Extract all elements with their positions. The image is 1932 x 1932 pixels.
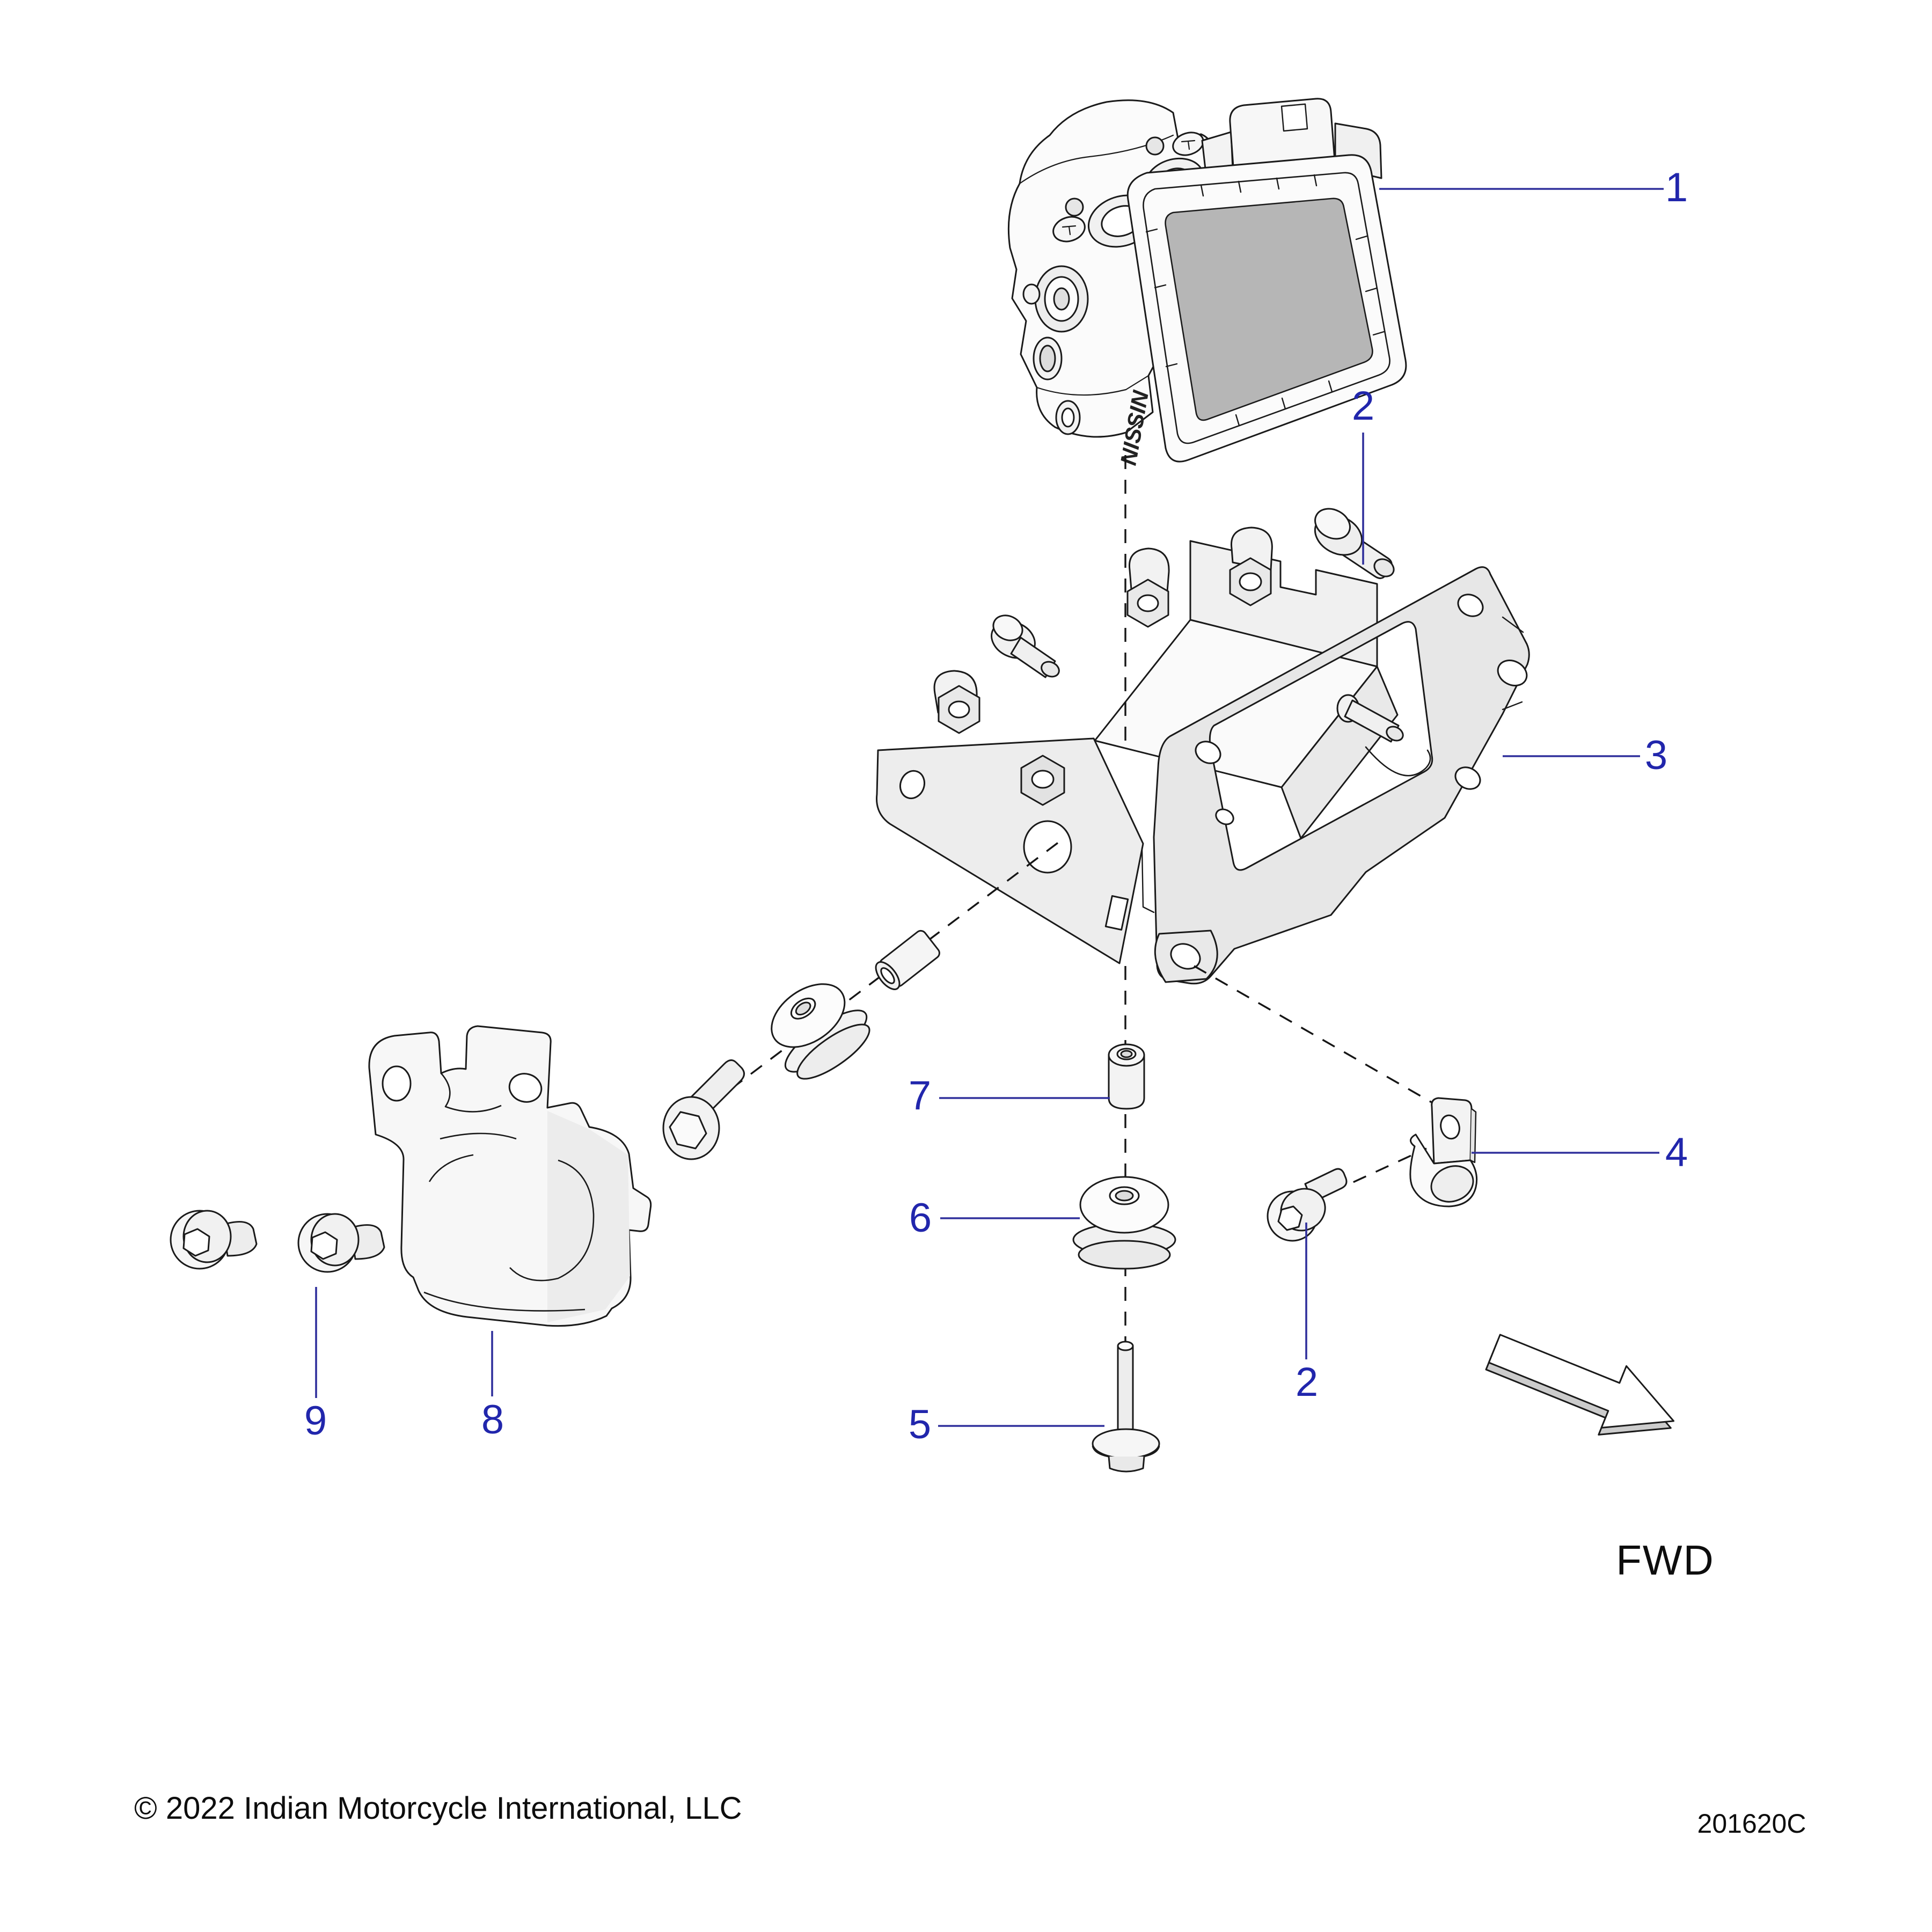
clamp-drawing (1409, 1097, 1478, 1208)
washer-screw-drawing (1092, 1341, 1160, 1473)
callout-label-2-bottom: 2 (1295, 1359, 1319, 1405)
callout-leader-lines (315, 188, 1664, 1427)
mounting-bracket-drawing (876, 526, 1530, 985)
callout-label-9: 9 (304, 1398, 327, 1444)
callout-label-4: 4 (1665, 1130, 1688, 1175)
callout-label-2-top: 2 (1351, 383, 1375, 429)
drawing-number: 201620C (1697, 1809, 1806, 1839)
button-screw-b-drawing (297, 1213, 385, 1273)
callout-label-5: 5 (908, 1402, 932, 1447)
flange-bolt-drawing (662, 1059, 745, 1160)
callout-label-6: 6 (909, 1195, 932, 1241)
grommet-left-drawing (771, 983, 870, 1080)
spacer-left-drawing (875, 930, 940, 990)
callout-label-3: 3 (1644, 733, 1668, 778)
screw-bottom-drawing (1267, 1168, 1348, 1242)
copyright-text: © 2022 Indian Motorcycle International, … (134, 1791, 742, 1826)
button-screw-a-drawing (170, 1210, 258, 1270)
screw-top-drawing (1314, 508, 1395, 579)
callout-label-1: 1 (1665, 165, 1688, 210)
rubber-mount-drawing (368, 1025, 652, 1327)
grommet-drawing (1072, 1176, 1176, 1270)
fwd-direction-label: FWD (1616, 1536, 1715, 1584)
abs-module-drawing: NISSIN (1007, 98, 1407, 467)
spacer-drawing (1108, 1043, 1145, 1110)
fwd-arrow (1485, 1334, 1675, 1436)
callout-label-8: 8 (481, 1397, 504, 1443)
callout-label-7: 7 (908, 1073, 932, 1118)
